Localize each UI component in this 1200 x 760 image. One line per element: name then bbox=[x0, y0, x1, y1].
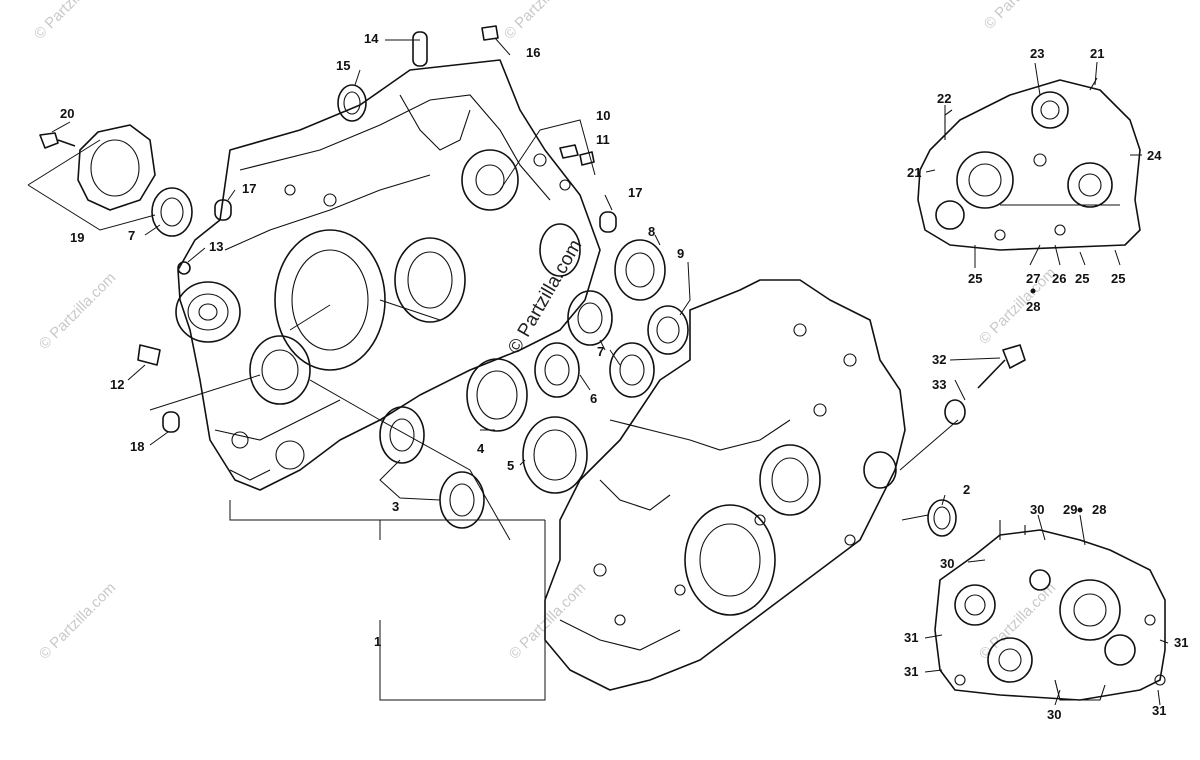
watermark-text: © Partzilla.com bbox=[36, 269, 119, 352]
callout-3: 3 bbox=[392, 499, 399, 514]
inset-bottom-right bbox=[924, 514, 1169, 706]
callout-11: 11 bbox=[596, 132, 610, 147]
callout-33: 33 bbox=[932, 377, 946, 392]
callout-31: 31 bbox=[1152, 703, 1166, 718]
callout-27: 27 bbox=[1026, 271, 1040, 286]
dot-marker bbox=[1030, 288, 1036, 294]
callout-28: 28 bbox=[1026, 299, 1040, 314]
callout-32: 32 bbox=[932, 352, 946, 367]
watermark-layer: © Partzilla.com © Partzilla.com © Partzi… bbox=[31, 0, 1064, 663]
callout-15: 15 bbox=[336, 58, 350, 73]
callout-26: 26 bbox=[1052, 271, 1066, 286]
callout-7: 7 bbox=[128, 228, 135, 243]
callout-8: 8 bbox=[648, 224, 655, 239]
callout-31: 31 bbox=[1174, 635, 1188, 650]
callout-2: 2 bbox=[963, 482, 970, 497]
callout-25: 25 bbox=[968, 271, 982, 286]
callout-17: 17 bbox=[628, 185, 642, 200]
callout-9: 9 bbox=[677, 246, 684, 261]
callout-21: 21 bbox=[1090, 46, 1104, 61]
watermark-text: © Partzilla.com bbox=[501, 0, 584, 43]
callout-14: 14 bbox=[364, 31, 379, 46]
callout-18: 18 bbox=[130, 439, 144, 454]
callout-29: 29 bbox=[1063, 502, 1077, 517]
callout-24: 24 bbox=[1147, 148, 1162, 163]
callout-30: 30 bbox=[940, 556, 954, 571]
watermark-text: © Partzilla.com bbox=[36, 579, 119, 662]
callout-25: 25 bbox=[1111, 271, 1125, 286]
callout-23: 23 bbox=[1030, 46, 1044, 61]
callout-4: 4 bbox=[477, 441, 485, 456]
callout-19: 19 bbox=[70, 230, 84, 245]
watermark-text: © Partzilla.com bbox=[976, 264, 1059, 347]
callout-1: 1 bbox=[374, 634, 381, 649]
watermark-text: © Partzilla.com bbox=[981, 0, 1064, 33]
watermark-text: © Partzilla.com bbox=[976, 579, 1059, 662]
watermark-center-text: © Partzilla.com bbox=[504, 236, 586, 357]
callout-13: 13 bbox=[209, 239, 223, 254]
callout-25: 25 bbox=[1075, 271, 1089, 286]
left-crankcase-half bbox=[175, 59, 601, 491]
dot-marker bbox=[1077, 507, 1083, 513]
callout-16: 16 bbox=[526, 45, 540, 60]
inset-top-right bbox=[917, 61, 1142, 268]
callout-17: 17 bbox=[242, 181, 256, 196]
right-crankcase-half bbox=[544, 279, 906, 691]
bearings-group bbox=[39, 25, 1026, 537]
callout-20: 20 bbox=[60, 106, 74, 121]
callout-28: 28 bbox=[1092, 502, 1106, 517]
callout-5: 5 bbox=[507, 458, 514, 473]
callout-30: 30 bbox=[1047, 707, 1061, 722]
callout-labels: 1 2 3 4 5 6 7 7 8 9 10 11 12 13 14 15 16… bbox=[60, 31, 1188, 722]
callout-31: 31 bbox=[904, 664, 918, 679]
callout-21: 21 bbox=[907, 165, 921, 180]
callout-30: 30 bbox=[1030, 502, 1044, 517]
callout-12: 12 bbox=[110, 377, 124, 392]
callout-22: 22 bbox=[937, 91, 951, 106]
callout-10: 10 bbox=[596, 108, 610, 123]
callout-31: 31 bbox=[904, 630, 918, 645]
leader-lines bbox=[27, 37, 1001, 701]
callout-7: 7 bbox=[597, 344, 604, 359]
callout-6: 6 bbox=[590, 391, 597, 406]
watermark-text: © Partzilla.com bbox=[31, 0, 114, 43]
